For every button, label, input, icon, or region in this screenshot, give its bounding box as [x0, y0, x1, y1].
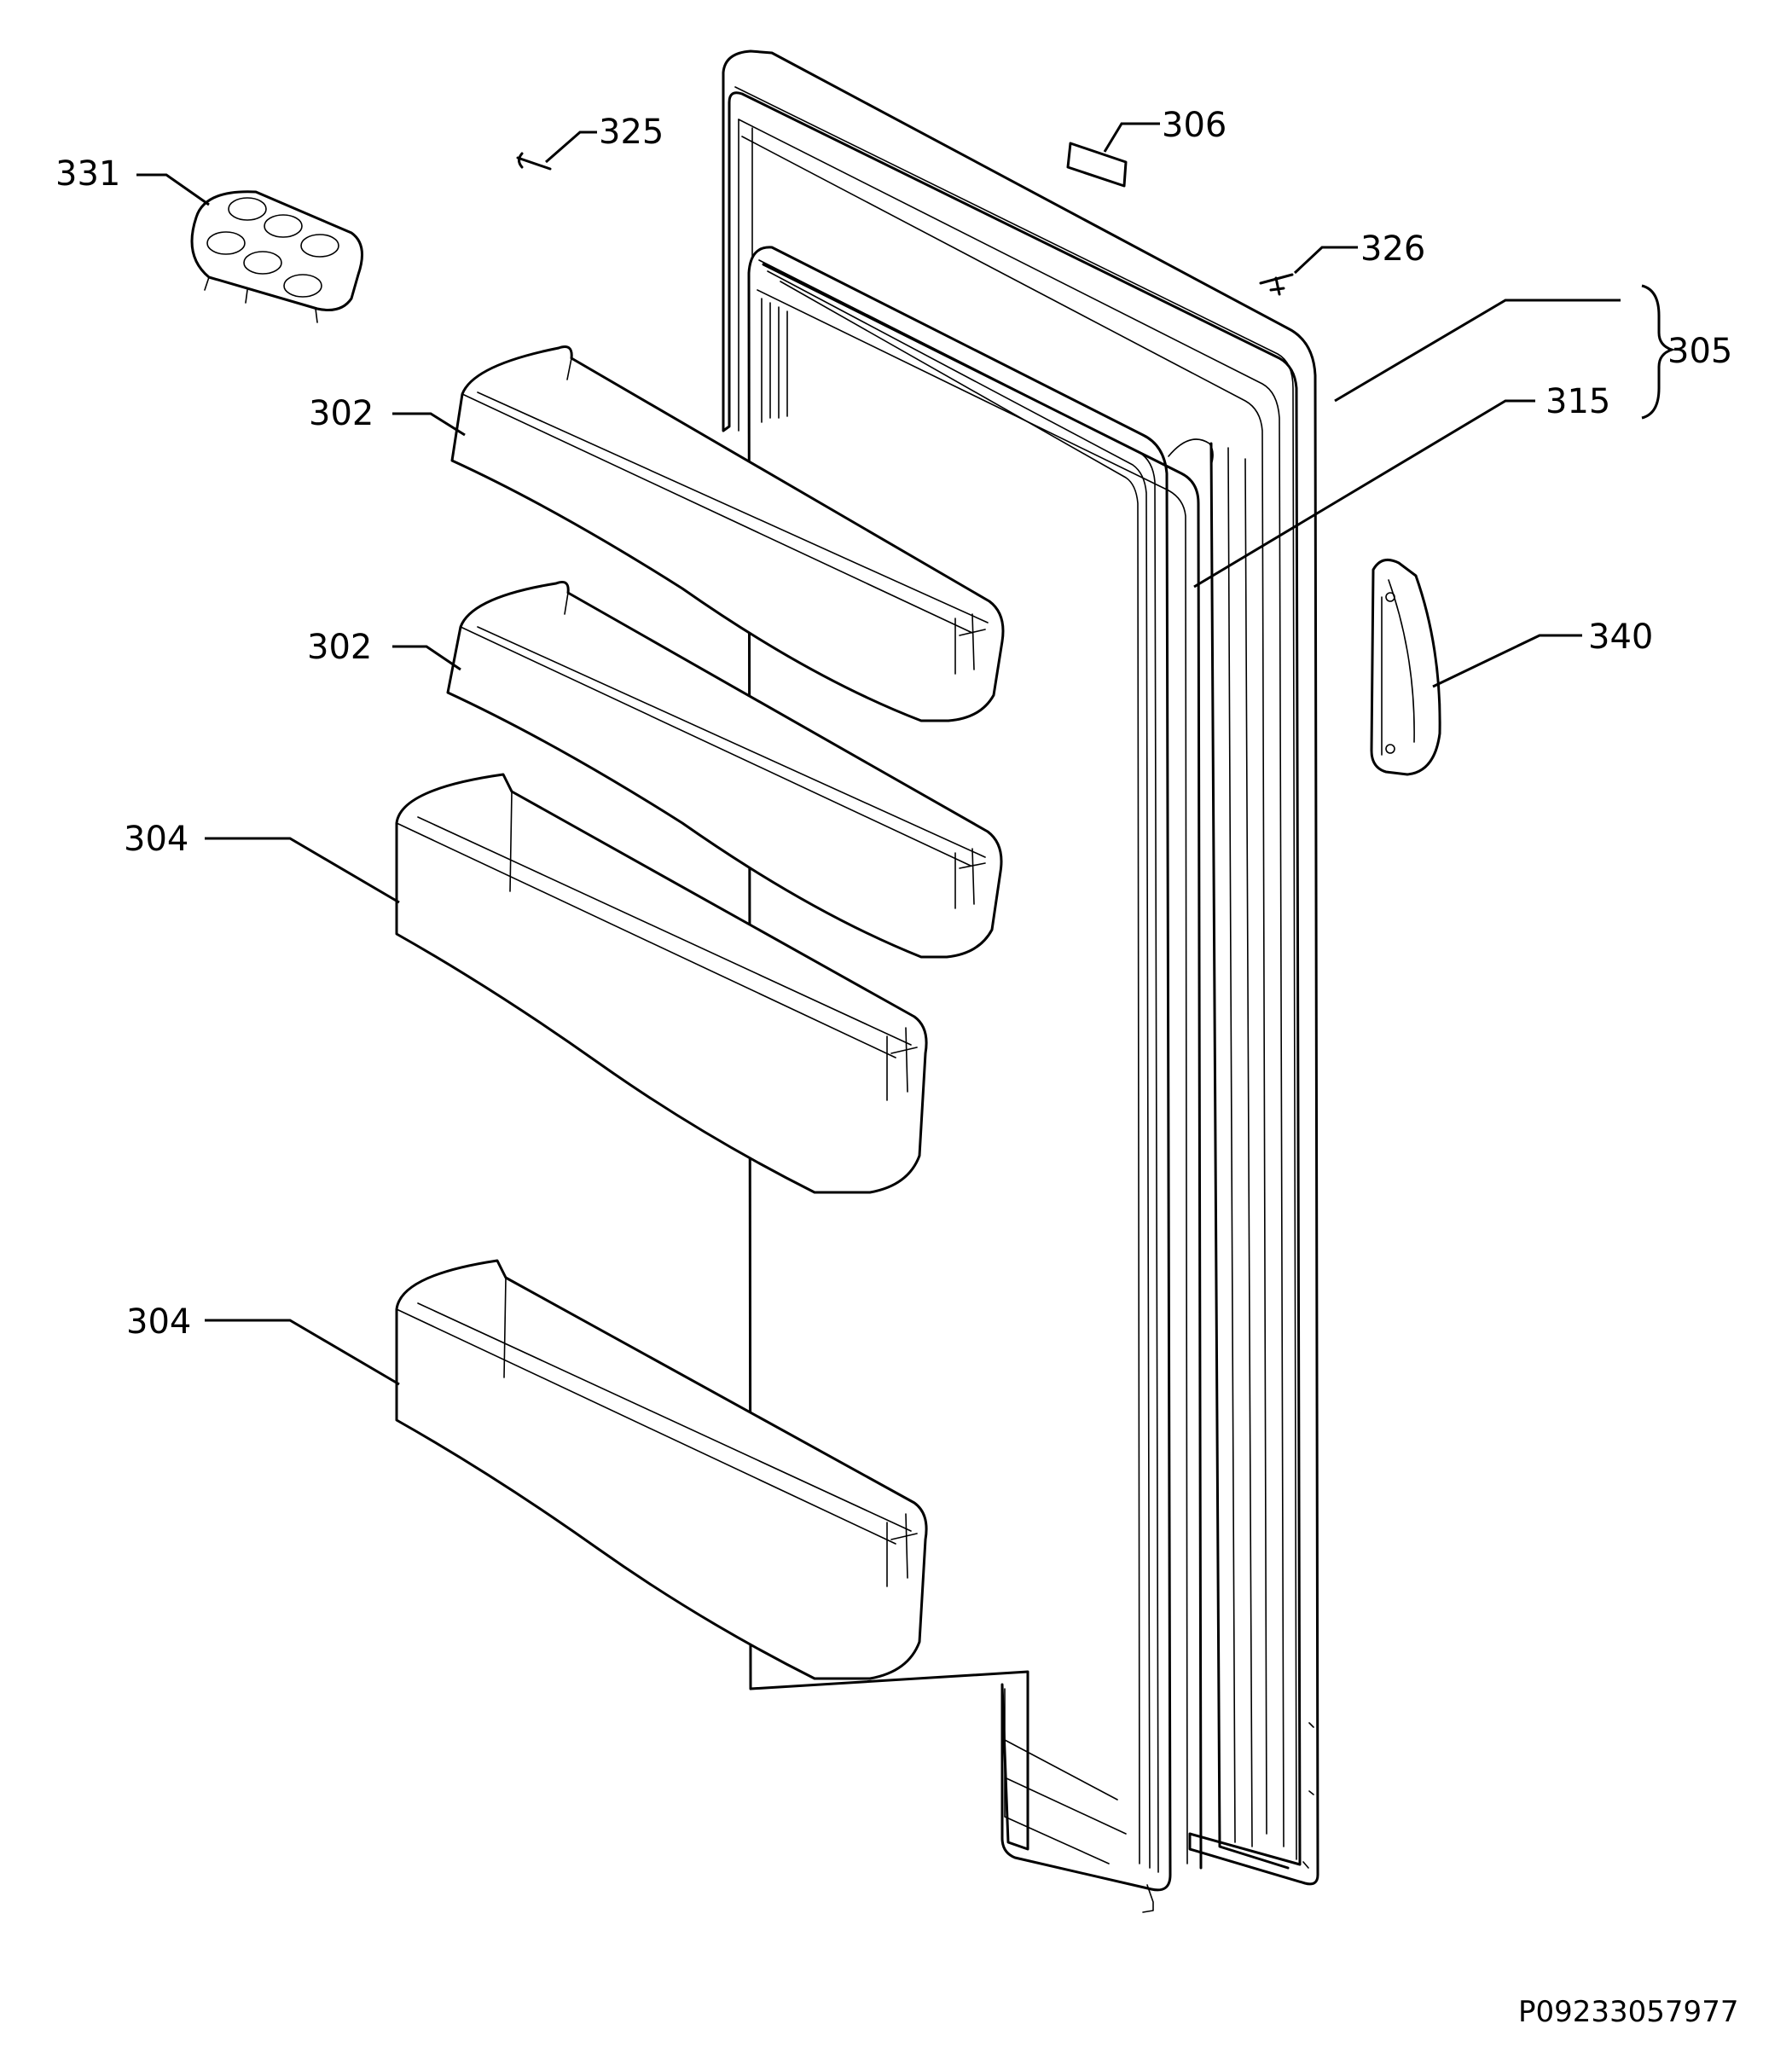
leader-306	[1103, 122, 1160, 153]
leader-325	[545, 130, 597, 164]
bottle-shelf-upper	[395, 773, 928, 1194]
leader-340	[1432, 634, 1582, 688]
handle-screw-bottom	[1385, 744, 1395, 754]
bottle-shelf-lower-body	[395, 1259, 928, 1680]
egg-cup-3	[300, 234, 339, 258]
liner-top-bump	[1168, 438, 1214, 466]
handle-screw-top	[1385, 592, 1395, 602]
outer-gasket-right	[1209, 442, 1290, 1870]
label-326: 326	[1360, 229, 1425, 269]
liner-slats	[761, 298, 788, 423]
liner-rim-2	[767, 270, 1151, 1869]
hinge-holes	[1302, 1722, 1314, 1869]
door-shelf-middle-rim	[460, 592, 986, 867]
bracket-305	[1641, 284, 1676, 420]
egg-cup-5	[243, 251, 282, 275]
clip-326-body	[1259, 273, 1294, 296]
label-302-middle: 302	[307, 628, 372, 667]
leader-305	[1334, 299, 1621, 403]
label-304-lower: 304	[126, 1302, 191, 1342]
leader-lines	[136, 122, 1676, 1386]
egg-tray	[190, 190, 363, 323]
liner-rim-3	[780, 281, 1140, 1864]
label-315: 315	[1546, 382, 1610, 421]
label-306: 306	[1162, 106, 1227, 145]
egg-cup-2	[264, 214, 303, 238]
door-gasket-edge	[1142, 1884, 1154, 1913]
leader-326	[1293, 246, 1358, 275]
outer-gasket-right-2	[1227, 447, 1236, 1843]
document-id: P09233057977	[1518, 1995, 1738, 2029]
door-shelf-upper-clip	[954, 613, 986, 675]
egg-cup-4	[206, 231, 246, 255]
leader-304-lower	[205, 1319, 400, 1386]
door-shelf-upper-body	[450, 345, 1005, 722]
bottle-shelf-upper-rim	[396, 791, 912, 1058]
door-outer-rim	[734, 86, 1297, 1860]
door-inner-rim-2	[741, 136, 1267, 1835]
leader-302-upper	[392, 412, 466, 437]
egg-cup-6	[283, 274, 322, 298]
part-labels: 331 325 306 326 305 315 302 302 340 304 …	[55, 106, 1738, 2029]
door-shelf-middle-clip	[954, 848, 986, 909]
label-325: 325	[599, 113, 664, 152]
label-plate	[1066, 142, 1128, 188]
door-shelf-upper	[450, 345, 1005, 722]
bottle-shelf-lower-clip	[886, 1513, 918, 1587]
leader-315	[1193, 399, 1535, 589]
door-inner-rim-1	[738, 119, 1285, 1847]
door-gasket	[762, 263, 1203, 1870]
label-340: 340	[1588, 618, 1653, 657]
bottle-shelf-lower-rim	[396, 1277, 912, 1545]
door-gasket-inner	[757, 289, 1188, 1864]
door-handle-body	[1370, 558, 1441, 776]
label-305: 305	[1667, 332, 1732, 371]
door-shelf-middle	[446, 580, 1003, 959]
screw-325-body	[516, 152, 552, 171]
egg-tray-legs	[204, 276, 318, 323]
leader-331	[136, 173, 210, 206]
bottle-shelf-lower	[395, 1259, 928, 1680]
label-331: 331	[55, 154, 120, 194]
bottle-shelf-upper-body	[395, 773, 928, 1194]
door-outer-panel	[722, 49, 1319, 1886]
screw-325	[516, 152, 552, 171]
label-plate-body	[1066, 142, 1128, 188]
outer-gasket-right-3	[1244, 458, 1253, 1847]
liner-bottom-rim	[1004, 1688, 1127, 1864]
door-shelf-upper-rim	[461, 357, 989, 634]
egg-cup-1	[228, 197, 267, 221]
door-handle	[1370, 558, 1441, 776]
leader-304-upper	[205, 837, 400, 904]
clip-326	[1259, 273, 1294, 296]
label-302-upper: 302	[309, 394, 374, 433]
bottle-shelf-upper-clip	[886, 1027, 918, 1101]
label-304-upper: 304	[124, 820, 188, 859]
leader-302-middle	[392, 645, 461, 671]
